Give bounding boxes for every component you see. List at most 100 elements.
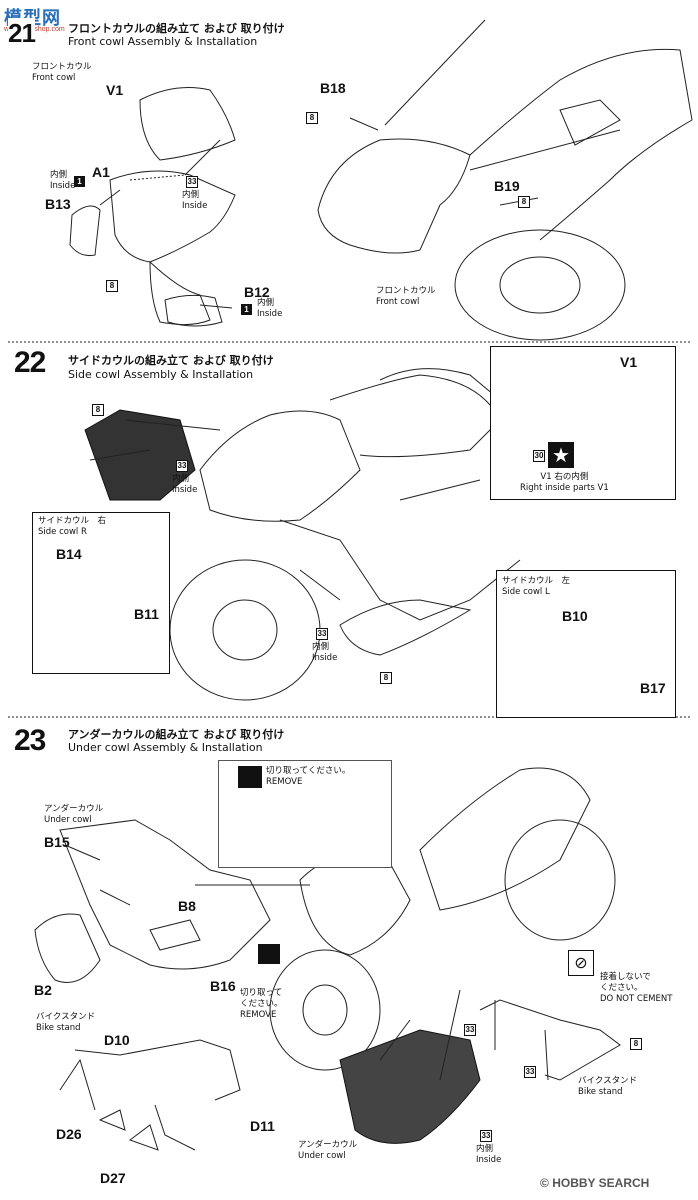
brand-name: HOBBY SEARCH — [552, 1176, 650, 1190]
part-d27: D27 — [100, 1170, 126, 1186]
ref-8-stand: 8 — [630, 1038, 642, 1050]
knife-icon-2 — [258, 944, 280, 964]
front-wheel-22 — [169, 559, 321, 701]
part-b10: B10 — [562, 608, 588, 624]
hobby-search-logo: © HOBBY SEARCH — [540, 1176, 649, 1190]
stand-installed — [479, 999, 621, 1081]
ref-1-b12: 1 — [241, 304, 252, 315]
step-21-title-en: Front cowl Assembly & Installation — [68, 35, 258, 48]
part-d10: D10 — [104, 1032, 130, 1048]
mirror-b13 — [69, 205, 101, 256]
frame-22 — [279, 519, 521, 621]
step-number-22: 22 — [14, 346, 46, 379]
knife-icon — [238, 766, 262, 788]
chin-b12 — [164, 294, 223, 327]
step-number-21: 21 — [8, 18, 36, 48]
ref-8-b18: 8 — [306, 112, 318, 124]
step-21-title-jp: フロントカウルの組み立て および 取り付け — [68, 22, 285, 35]
step-number-23: 23 — [14, 724, 46, 757]
inset-side-cowl-r — [32, 512, 170, 674]
b2-part — [34, 913, 101, 983]
side-cowl-dark — [84, 409, 196, 501]
fuel-tank-outline — [469, 48, 693, 241]
rear-wheel-23 — [504, 819, 616, 941]
ref-33-side: 33 — [176, 460, 188, 472]
part-b8: B8 — [178, 898, 196, 914]
tank-22 — [329, 374, 501, 458]
zoom-line — [384, 19, 486, 126]
part-b15: B15 — [44, 834, 70, 850]
front-wheel-23 — [269, 949, 381, 1071]
part-b13: B13 — [45, 196, 71, 212]
ref-33-l: 33 — [316, 628, 328, 640]
handlebar-clamp — [559, 99, 621, 146]
b8-part — [149, 919, 201, 951]
zoom-line-2 — [469, 129, 621, 171]
d27-part — [128, 1124, 159, 1151]
remove-label-1: 切り取ってください。REMOVE — [266, 766, 351, 787]
ref-33-stand-a: 33 — [464, 1024, 476, 1036]
ref-8-b19: 8 — [518, 196, 530, 208]
part-b17: B17 — [640, 680, 666, 696]
ref-1-a1: 1 — [74, 176, 85, 187]
part-v1: V1 — [106, 82, 124, 98]
part-b14: B14 — [56, 546, 82, 562]
ref-8-side: 8 — [92, 404, 104, 416]
do-not-cement-label: 接着しないで ください。DO NOT CEMENT — [600, 972, 673, 1004]
front-wheel — [454, 229, 626, 341]
tank-23 — [419, 767, 591, 911]
inset-v1-detail — [490, 346, 676, 500]
part-b12: B12 — [244, 284, 270, 300]
ref-8-l: 8 — [380, 672, 392, 684]
copyright-mark: © — [540, 1176, 549, 1190]
part-b2: B2 — [34, 982, 52, 998]
no-cement-icon: ⊘ — [568, 950, 594, 976]
part-b19: B19 — [494, 178, 520, 194]
windshield-v1 — [139, 87, 236, 161]
under-cowl-installed — [339, 1029, 481, 1144]
front-cowl-lower — [149, 260, 211, 326]
side-cowl-installed — [339, 599, 472, 656]
part-d11: D11 — [250, 1118, 275, 1134]
d26-part — [98, 1109, 126, 1131]
step-22-title-en: Side cowl Assembly & Installation — [68, 368, 254, 381]
part-b16: B16 — [210, 978, 236, 994]
ref-33-under: 33 — [480, 1130, 492, 1142]
remove-label-2: 切り取って ください。REMOVE — [240, 988, 283, 1020]
front-cowl-body — [109, 170, 236, 263]
front-cowl-22 — [199, 410, 361, 522]
inset-side-cowl-l — [496, 570, 676, 718]
star-icon: ★ — [548, 442, 574, 468]
installed-front-cowl — [317, 138, 471, 254]
part-a1: A1 — [92, 164, 110, 180]
part-b18: B18 — [320, 80, 346, 96]
step-22-title-jp: サイドカウルの組み立て および 取り付け — [68, 354, 274, 367]
ref-30: 30 — [533, 450, 545, 462]
part-b11: B11 — [134, 606, 159, 622]
part-d26: D26 — [56, 1126, 82, 1142]
step-23-title-jp: アンダーカウルの組み立て および 取り付け — [68, 728, 285, 741]
ref-33-stand-b: 33 — [524, 1066, 536, 1078]
under-cowl-half-b15 — [59, 819, 271, 970]
ref-33-a: 33 — [186, 176, 198, 188]
bike-stand-assembly — [74, 1039, 241, 1101]
ref-8-a: 8 — [106, 280, 118, 292]
step-23-title-en: Under cowl Assembly & Installation — [68, 741, 263, 754]
part-v1-inset: V1 — [620, 354, 638, 370]
